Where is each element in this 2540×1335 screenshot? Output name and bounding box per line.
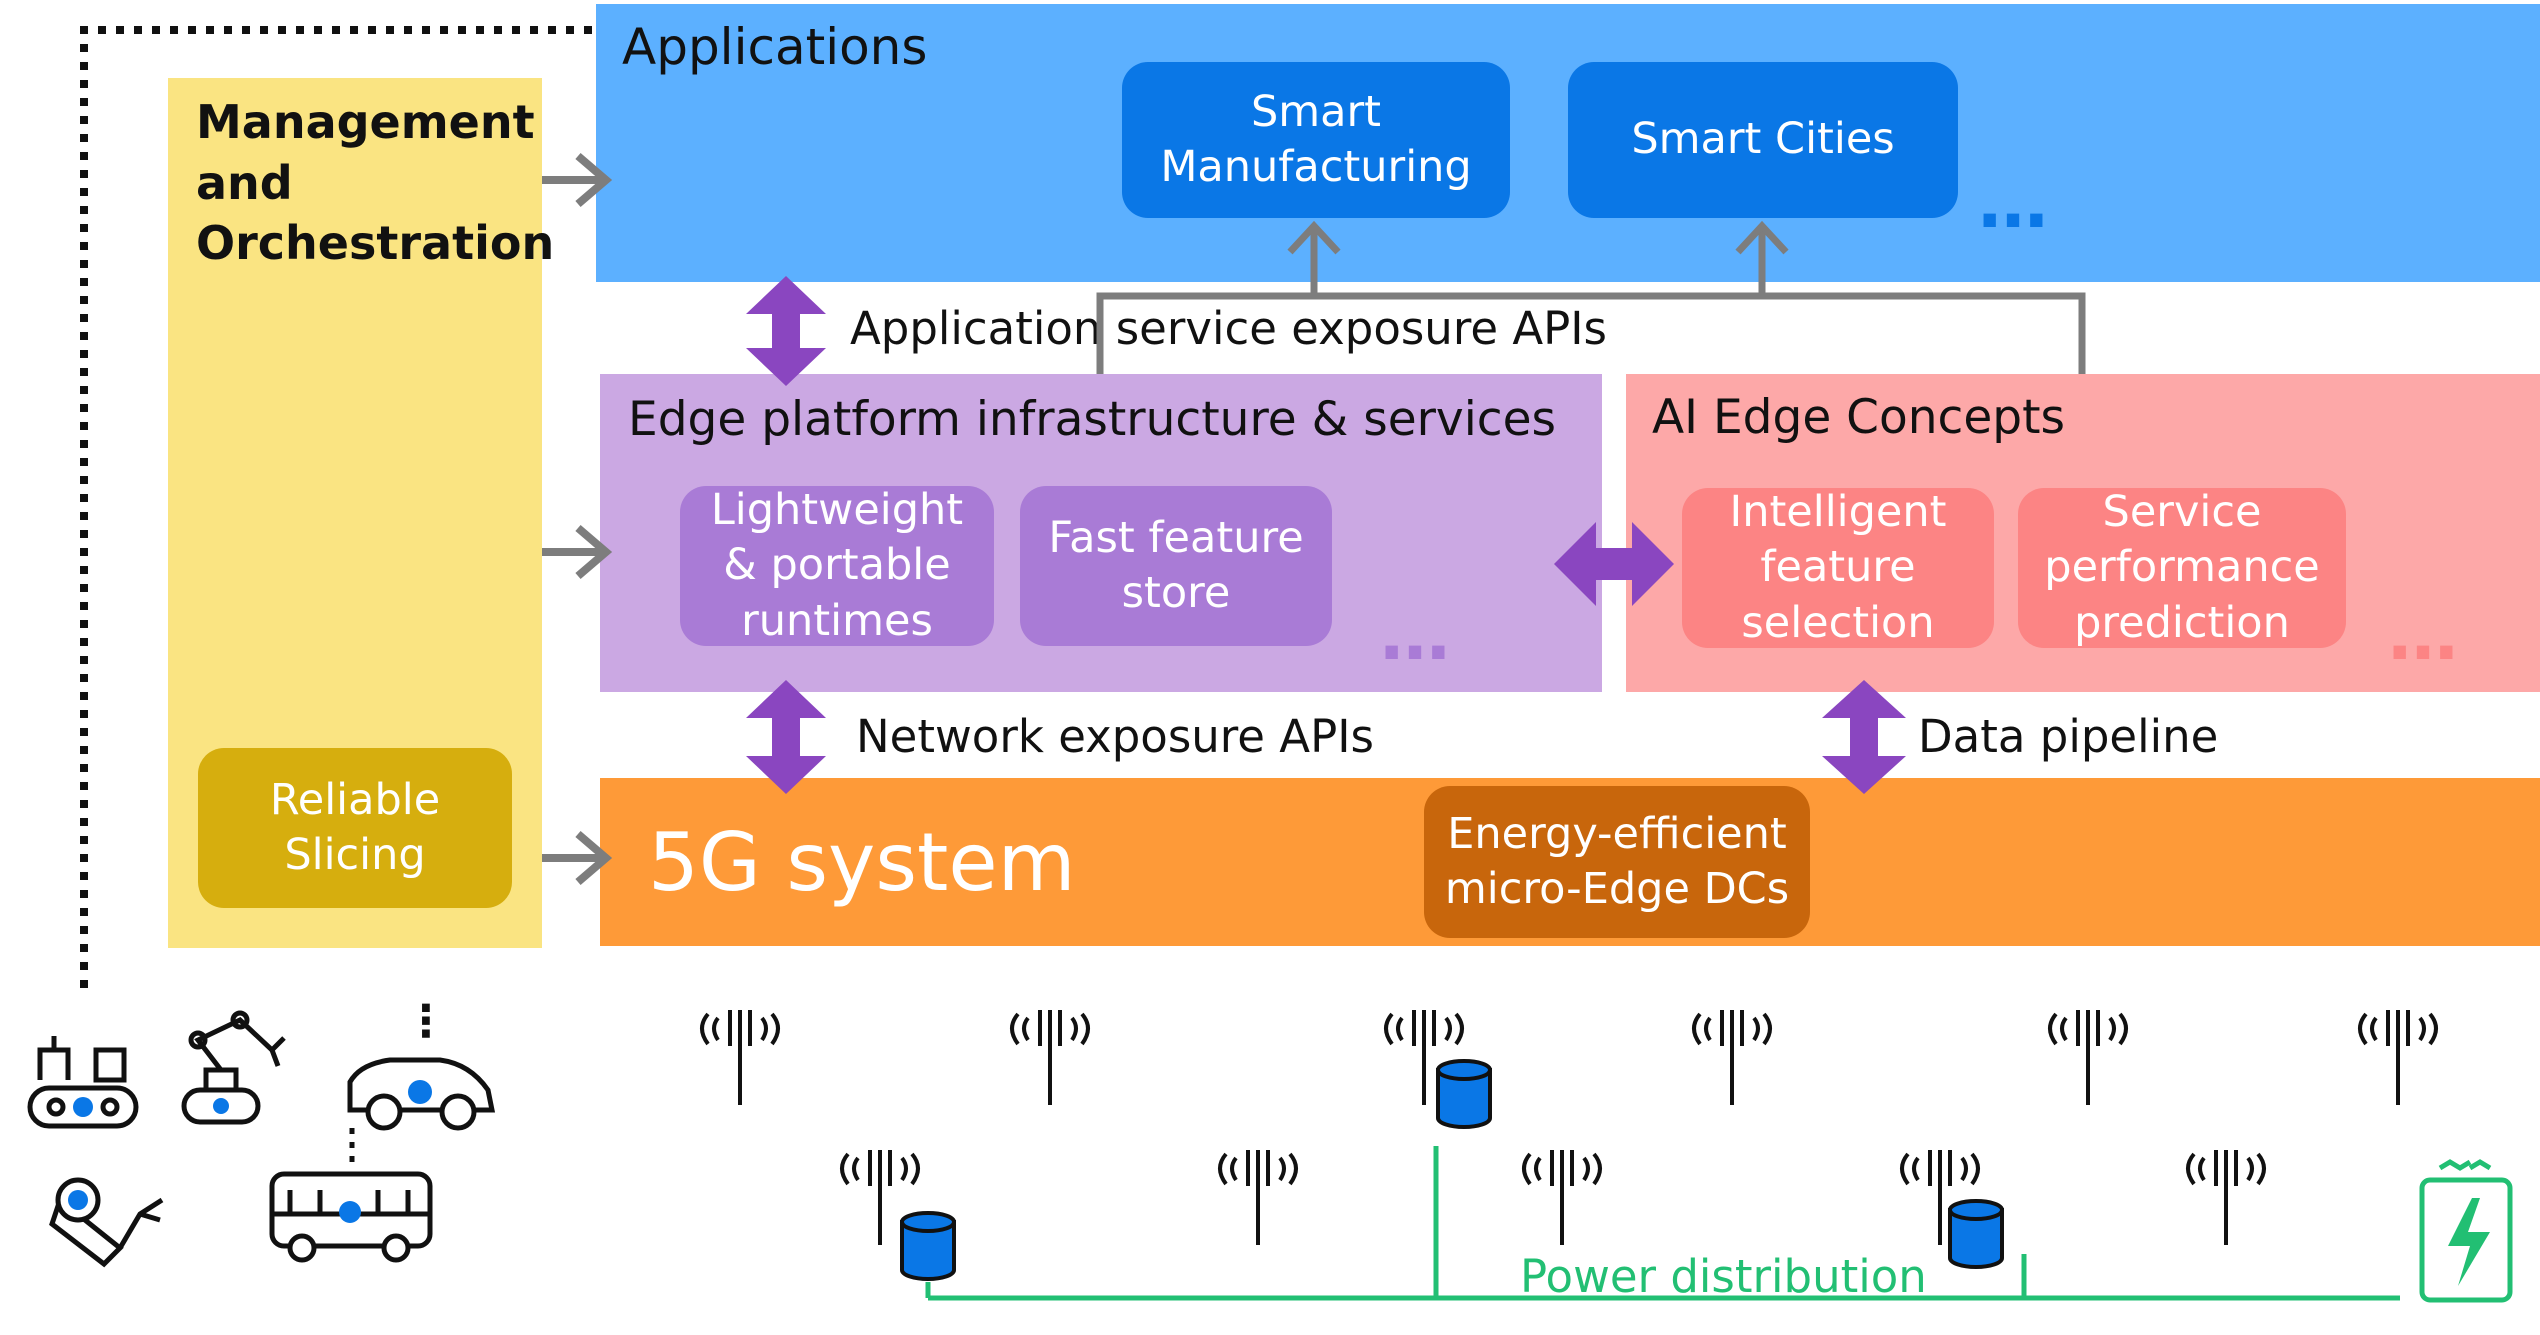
bus-icon [269, 1171, 433, 1263]
robot-arm-icon [181, 1010, 286, 1125]
power-distribution-label: Power distribution [1520, 1250, 1927, 1303]
data-pipeline-arrow [1822, 680, 1906, 794]
antenna-icon [700, 1010, 780, 1105]
dotted-management-link [80, 26, 596, 988]
app-service-apis-label: Application service exposure APIs [850, 302, 1607, 355]
ai-edge-more: … [2388, 594, 2464, 676]
management-arrow-edge [542, 524, 613, 580]
database-icon [1436, 1059, 1492, 1129]
ai-edge-title: AI Edge Concepts [1652, 390, 2066, 445]
antenna-icon [2358, 1010, 2438, 1105]
power-distribution-lines [925, 1146, 2400, 1301]
network-apis-arrow [746, 680, 826, 794]
database-icon [1948, 1199, 2004, 1269]
lightweight-runtimes-box[interactable]: Lightweight & portable runtimes [680, 485, 994, 646]
energy-efficient-micro-edge-box[interactable]: Energy-efficient micro-Edge DCs [1424, 786, 1810, 938]
antenna-icon [1384, 1010, 1464, 1105]
intelligent-feature-selection-box[interactable]: Intelligent feature selection [1682, 487, 1994, 648]
database-icon [900, 1211, 956, 1281]
network-apis-label: Network exposure APIs [856, 710, 1374, 763]
edge-platform-title: Edge platform infrastructure & services [628, 392, 1557, 447]
fiveg-title: 5G system [648, 816, 1076, 909]
industrial-robot-icon [49, 1177, 164, 1268]
applications-title: Applications [622, 18, 928, 76]
devices-more: ⋮ [404, 996, 454, 1047]
management-arrow-5g [542, 830, 613, 886]
antenna-icon [2186, 1150, 2266, 1245]
edge-ai-arrow [1554, 522, 1674, 606]
management-title: Management and Orchestration [196, 95, 555, 271]
reliable-slicing-box[interactable]: Reliable Slicing [198, 748, 512, 908]
fast-feature-store-box[interactable]: Fast feature store [1020, 486, 1332, 646]
antenna-icon [1900, 1150, 1980, 1245]
antenna-icon [1010, 1010, 1090, 1105]
data-pipeline-label: Data pipeline [1918, 710, 2219, 763]
car-icon [347, 1057, 496, 1131]
antenna-icon [1692, 1010, 1772, 1105]
antenna-icon [840, 1150, 920, 1245]
purple-arrows [746, 276, 1906, 794]
edge-platform-more: … [1380, 594, 1456, 676]
management-arrow-applications [542, 152, 613, 208]
battery-charging-icon [2419, 1159, 2513, 1303]
app-exposure-lines [1096, 220, 2086, 374]
antenna-icon [1218, 1150, 1298, 1245]
app-apis-arrow [746, 276, 826, 386]
conveyor-robot-icon [27, 1036, 139, 1129]
antenna-icon [1522, 1150, 1602, 1245]
smart-cities-box[interactable]: Smart Cities [1568, 62, 1958, 218]
applications-more: … [1978, 162, 2054, 244]
smart-manufacturing-box[interactable]: Smart Manufacturing [1122, 62, 1510, 218]
antenna-icon [2048, 1010, 2128, 1105]
service-performance-prediction-box[interactable]: Service performance prediction [2018, 487, 2346, 648]
antenna-icons [700, 1010, 2438, 1245]
